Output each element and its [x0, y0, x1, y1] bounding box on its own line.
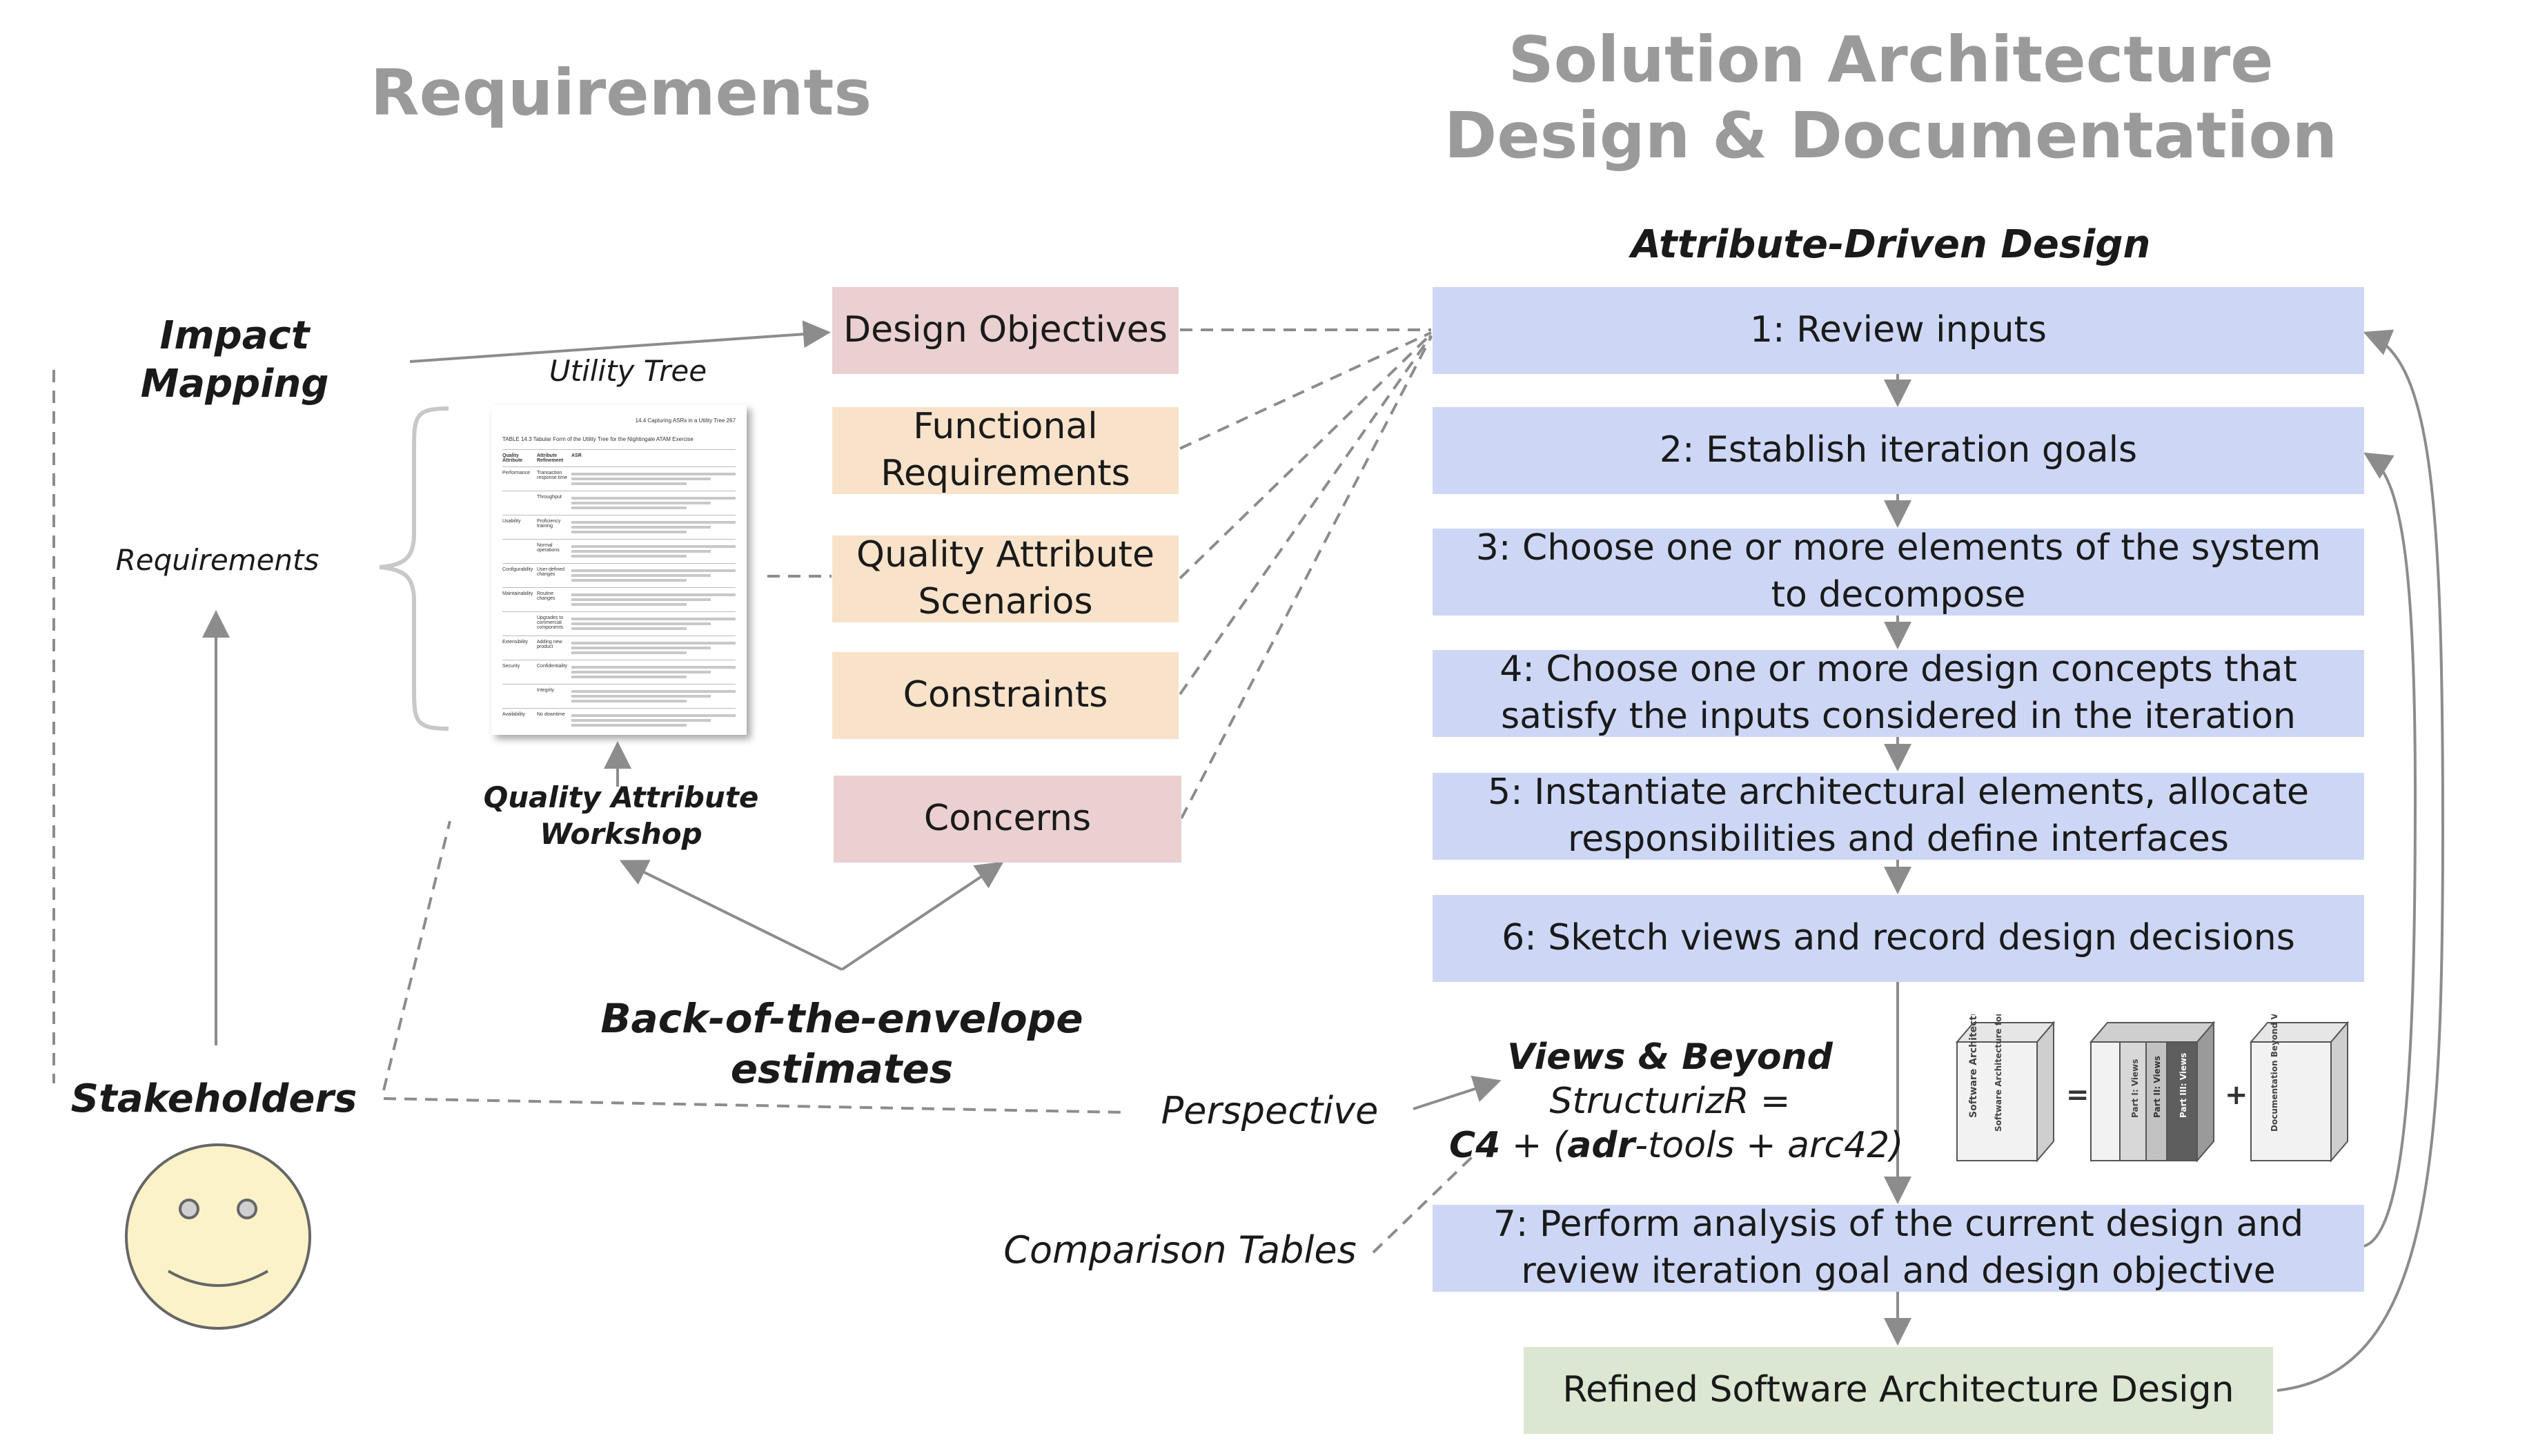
utility-tree-row: Throughput	[502, 491, 736, 515]
step-4-box: 4: Choose one or more design concepts th…	[1433, 649, 2364, 737]
step-3-box: 3: Choose one or more elements of the sy…	[1433, 527, 2364, 616]
books-equals-sign: =	[2066, 1079, 2090, 1111]
feedback-result-to-step1	[2277, 329, 2445, 1392]
utility-tree-row: Normal operations	[502, 539, 736, 563]
book2-spine1: Part I: Views	[2130, 1059, 2140, 1118]
utility-tree-row: Upgrades to commercial components	[502, 611, 736, 636]
step-6-box: 6: Sketch views and record design decisi…	[1433, 895, 2364, 982]
book2-spine2: Part II: Views	[2152, 1056, 2162, 1118]
perspective-label: Perspective	[1161, 1089, 1379, 1132]
concerns-box: Concerns	[834, 776, 1181, 863]
curly-brace	[379, 406, 449, 731]
feedback-step7-to-step2	[2363, 452, 2417, 1248]
utility-tree-document: 14.4 Capturing ASRs in a Utility Tree 26…	[491, 405, 747, 735]
qaw-label: Quality Attribute Workshop	[483, 780, 759, 851]
requirements-label: Requirements	[115, 543, 319, 577]
step-5-box: 5: Instantiate architectural elements, a…	[1433, 771, 2364, 860]
step-2-box: 2: Establish iteration goals	[1433, 407, 2364, 494]
structurizr-label: StructurizR =	[1549, 1081, 1791, 1122]
book1-side-text: Software Architecture	[1968, 1014, 1979, 1118]
stakeholders-label: Stakeholders	[70, 1076, 357, 1121]
comparison-tables-label: Comparison Tables	[1003, 1228, 1357, 1272]
design-objectives-box: Design Objectives	[832, 287, 1179, 374]
documentation-books-illustration: Software Architecture Software Architect…	[1955, 1014, 2350, 1163]
back-of-envelope-label: Back-of-the-envelope estimates	[600, 995, 1083, 1092]
arrow-envelope-to-concerns	[840, 861, 1004, 971]
arrow-envelope-to-qaw	[619, 860, 843, 971]
solution-heading: Solution Architecture Design & Documenta…	[1444, 23, 2338, 173]
impact-mapping-label: Impact Mapping	[140, 313, 329, 406]
book1-title: Software Architecture for System XYZ	[1994, 1014, 2003, 1132]
refined-design-box: Refined Software Architecture Design	[1524, 1347, 2273, 1434]
arrow-impact-to-objectives	[409, 320, 831, 363]
functional-requirements-box: Functional Requirements	[832, 406, 1179, 494]
utility-tree-label: Utility Tree	[549, 354, 707, 388]
add-heading: Attribute-Driven Design	[1631, 222, 2151, 267]
constraints-box: Constraints	[832, 652, 1179, 739]
c4-adr-arc42-label: C4 + (adr-tools + arc42)	[1449, 1125, 1904, 1166]
step-1-box: 1: Review inputs	[1433, 287, 2364, 374]
utility-tree-row: Integrity	[502, 684, 736, 708]
quality-attribute-scenarios-box: Quality Attribute Scenarios	[832, 534, 1179, 622]
views-beyond-label: Views & Beyond	[1507, 1036, 1833, 1078]
step-7-box: 7: Perform analysis of the current desig…	[1433, 1203, 2364, 1292]
book3-title: Documentation Beyond Views	[2270, 1014, 2279, 1132]
books-plus-sign: +	[2225, 1079, 2248, 1111]
book2-spine3: Part III: Views	[2179, 1053, 2188, 1118]
requirements-heading: Requirements	[370, 56, 872, 130]
stakeholder-face-icon	[125, 1143, 311, 1330]
